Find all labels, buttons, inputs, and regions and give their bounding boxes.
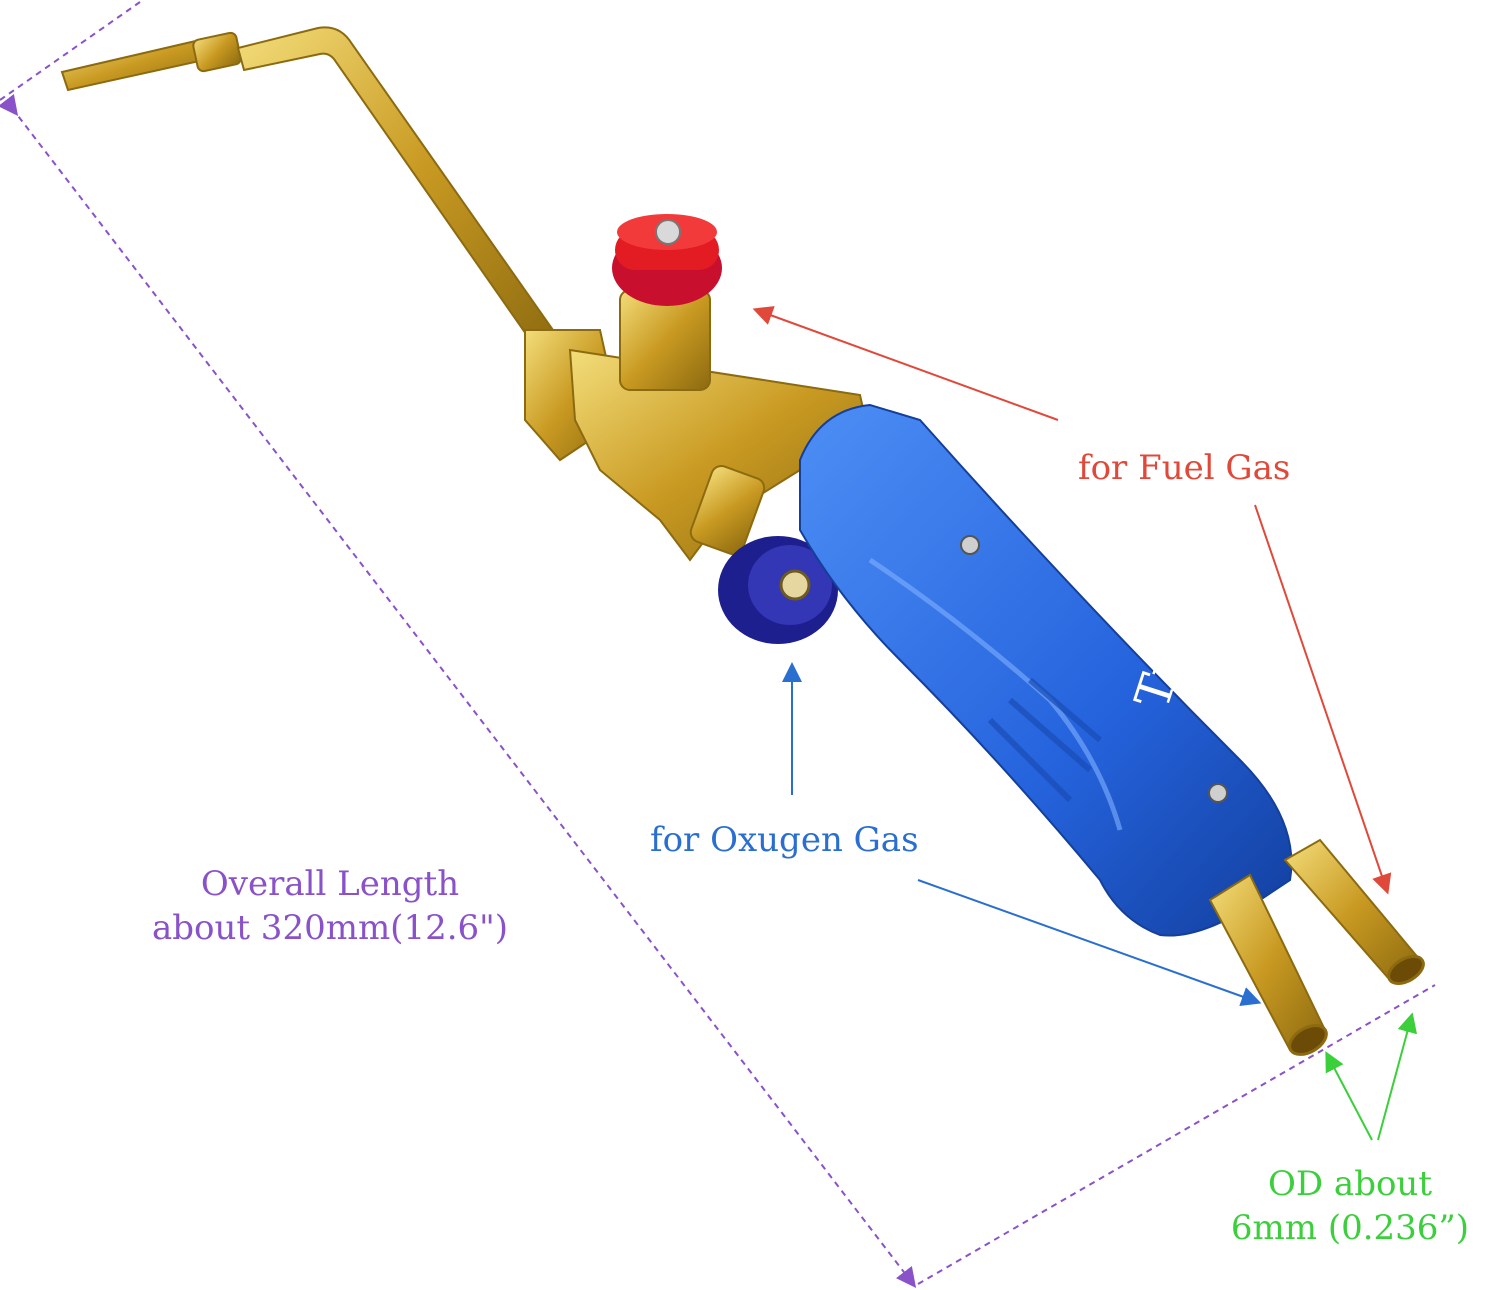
hose-barbs: [1208, 838, 1425, 1056]
overall-length-line2: about 320mm(12.6"): [151, 908, 509, 948]
od-line2: 6mm (0.236”): [1230, 1208, 1470, 1248]
oxygen-gas-arrows: [782, 662, 1262, 1007]
oxygen-gas-label: for Oxugen Gas: [650, 820, 919, 860]
od-line1: OD about: [1267, 1164, 1432, 1204]
od-arrows: [1325, 1012, 1418, 1141]
overall-length-line1: Overall Length: [200, 864, 460, 904]
fuel-gas-arrows: [752, 306, 1392, 895]
red-valve-knob-icon: [612, 214, 722, 306]
overall-length-label: Overall Length about 320mm(12.6"): [130, 862, 530, 950]
od-label: OD about 6mm (0.236”): [1210, 1162, 1490, 1250]
overall-length-dimension: [0, 1, 1436, 1288]
torch-tip: [60, 26, 562, 356]
blue-valve-knob-icon: [718, 536, 838, 644]
fuel-gas-label: for Fuel Gas: [1078, 448, 1291, 488]
